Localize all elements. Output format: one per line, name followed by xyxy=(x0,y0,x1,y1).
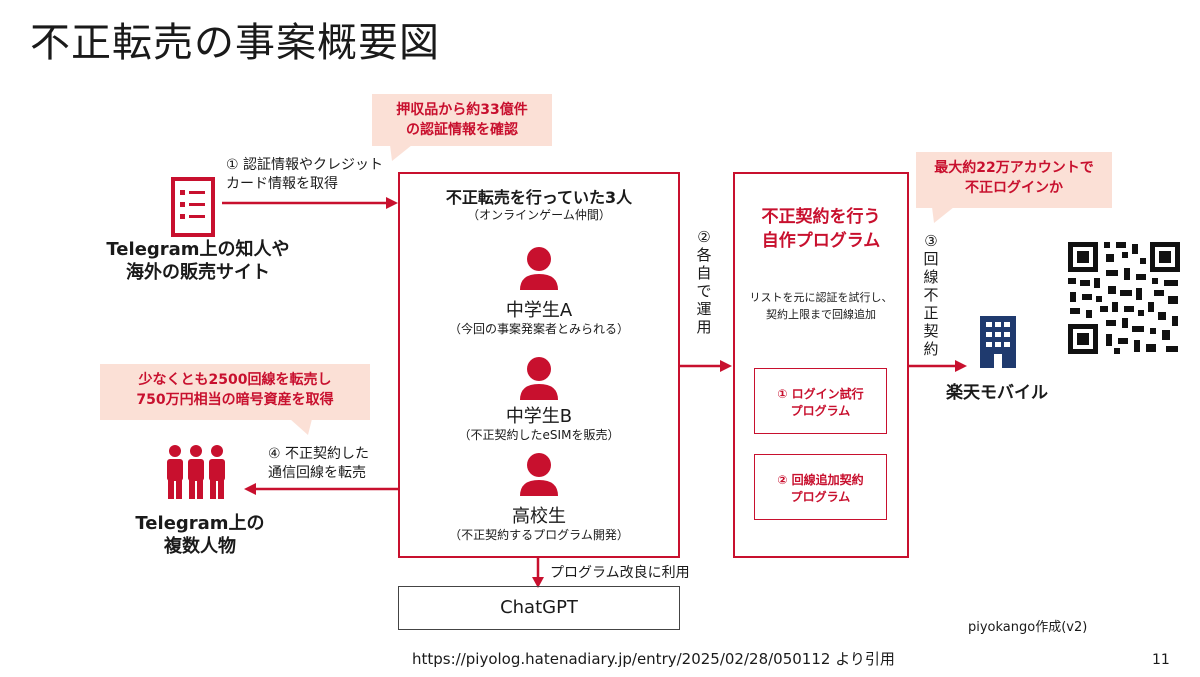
callout-left-tail xyxy=(290,419,312,435)
qr-code-icon xyxy=(1066,240,1182,356)
callout-resale-amount: 少なくとも2500回線を転売し 750万円相当の暗号資産を取得 xyxy=(100,364,370,420)
step3-label: ③ 回 線 不 正 契 約 xyxy=(923,232,939,358)
program-box xyxy=(733,172,909,558)
line-add-program xyxy=(754,454,887,520)
line-add-program-label: ② 回線追加契約 プログラム xyxy=(777,473,864,504)
building-icon xyxy=(980,316,1016,368)
chatgpt-arrow-label: プログラム改良に利用 xyxy=(550,565,690,581)
step4-label: ④ 不正契約した 通信回線を転売 xyxy=(268,446,370,481)
person-b-note: （不正契約したeSIMを販売） xyxy=(458,428,620,442)
arrow-step2 xyxy=(680,360,732,372)
perpetrators-title: 不正転売を行っていた3人 xyxy=(445,188,633,207)
callout-top-tail xyxy=(390,145,412,161)
step2-label: ② 各 自 で 運 用 xyxy=(696,228,714,336)
group-people-icon xyxy=(167,445,225,499)
document-list-icon xyxy=(171,177,215,237)
login-attempt-program xyxy=(754,368,887,434)
arrow-step1 xyxy=(222,197,398,209)
callout-login-accounts: 最大約22万アカウントで 不正ログインか xyxy=(916,152,1112,208)
buyers-label: Telegram上の 複数人物 xyxy=(135,513,265,558)
perpetrators-subtitle: （オンラインゲーム仲間） xyxy=(467,208,611,222)
person-c-note: （不正契約するプログラム開発） xyxy=(449,528,629,542)
slide-title: 不正転売の事案概要図 xyxy=(30,20,440,66)
source-label: Telegram上の知人や 海外の販売サイト xyxy=(106,239,290,284)
callout-credentials-count: 押収品から約33億件 の認証情報を確認 xyxy=(372,94,552,146)
person-icon xyxy=(520,453,558,496)
page-number: 11 xyxy=(1152,652,1170,668)
arrow-step3 xyxy=(909,360,967,372)
step1-label: ① 認証情報やクレジット カード情報を取得 xyxy=(226,157,384,192)
callout-right-tail xyxy=(932,207,954,223)
arrow-step4 xyxy=(244,483,398,495)
person-c-name: 高校生 xyxy=(512,506,566,527)
program-title: 不正契約を行う 自作プログラム xyxy=(761,207,881,251)
person-a-note: （今回の事案発案者とみられる） xyxy=(448,322,629,336)
person-a-name: 中学生A xyxy=(505,300,573,321)
arrow-to-chatgpt xyxy=(532,557,544,588)
source-citation: https://piyolog.hatenadiary.jp/entry/202… xyxy=(412,650,895,668)
chatgpt-box xyxy=(398,586,680,630)
chatgpt-label: ChatGPT xyxy=(500,597,578,618)
person-icon xyxy=(520,247,558,290)
target-label: 楽天モバイル xyxy=(946,383,1048,403)
author-credit: piyokango作成(v2) xyxy=(968,620,1088,635)
program-description: リストを元に認証を試行し、 契約上限まで回線追加 xyxy=(749,291,893,321)
person-icon xyxy=(520,357,558,400)
person-b-name: 中学生B xyxy=(505,406,573,427)
login-attempt-program-label: ① ログイン試行 プログラム xyxy=(777,387,864,418)
